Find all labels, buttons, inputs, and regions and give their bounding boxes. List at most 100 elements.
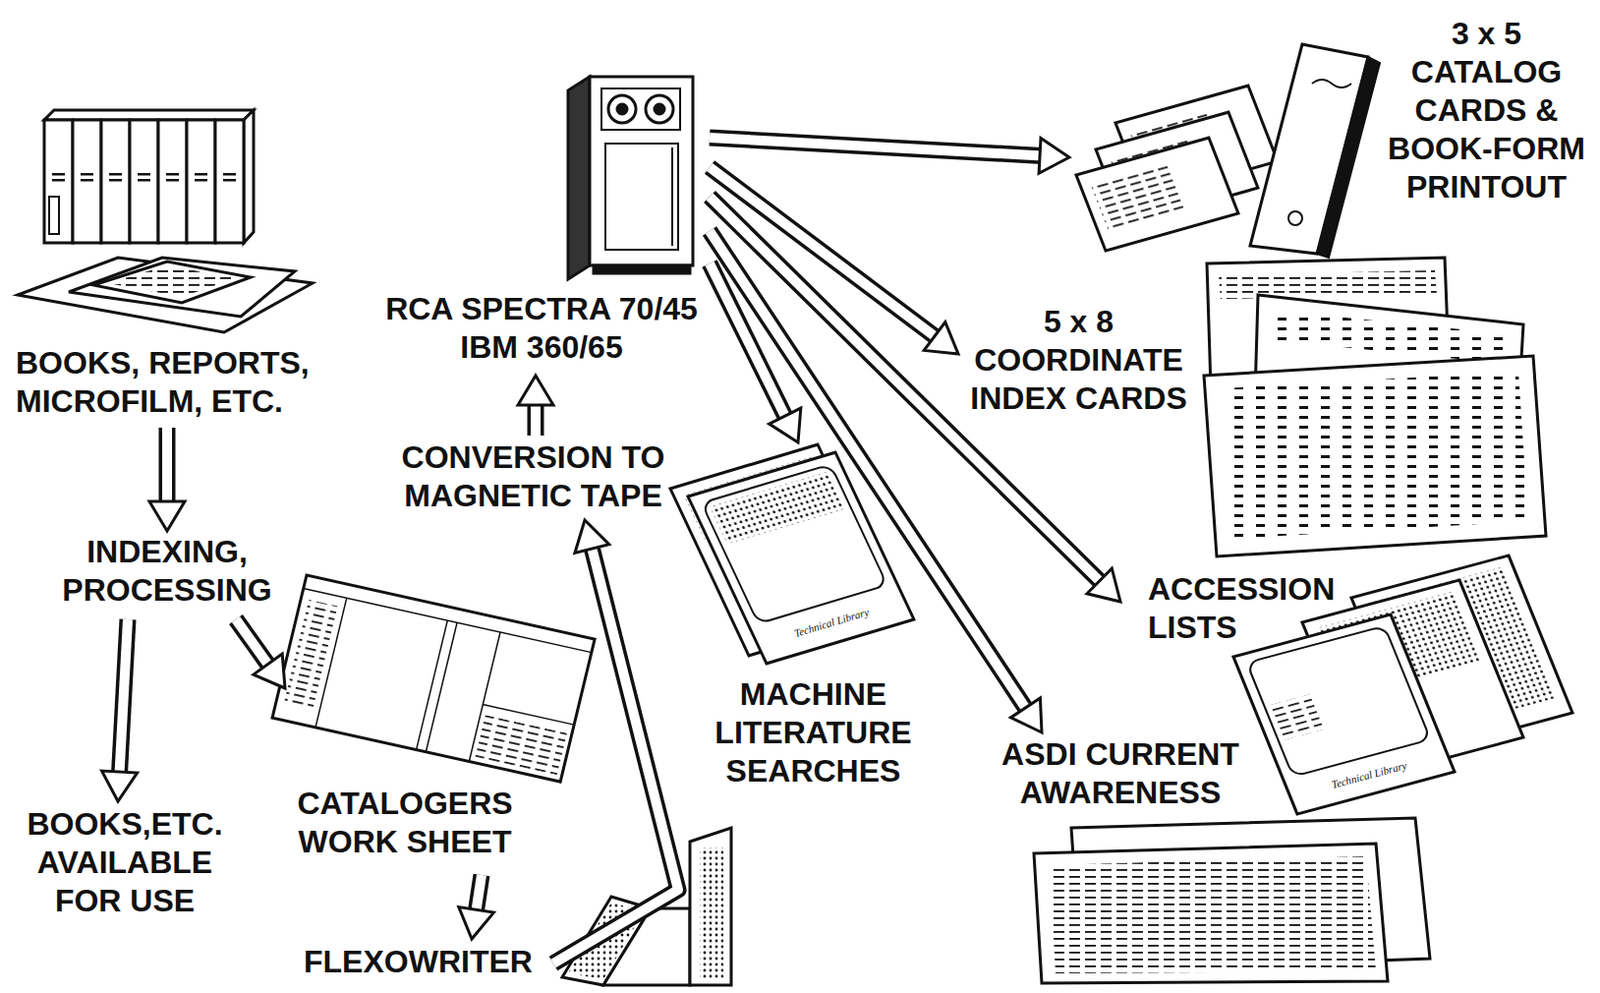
- arrow-body: [709, 137, 1042, 157]
- arrow-outline: [709, 137, 1042, 157]
- node-label: MACHINE LITERATURE SEARCHES: [707, 675, 919, 791]
- text-block: CATALOGERS WORK SHEET: [286, 784, 523, 861]
- arrow-outline: [235, 619, 270, 666]
- index-sheet: [1203, 355, 1546, 557]
- source-materials: BOOKS, REPORTS, MICROFILM, ETC.: [11, 103, 342, 428]
- card-print: [1089, 162, 1185, 231]
- text-block: BOOKS,ETC. AVAILABLE FOR USE: [13, 804, 236, 920]
- card-texture: [709, 471, 846, 545]
- text-block: INDEXING, PROCESSING: [54, 532, 281, 610]
- cabinet-side: [568, 76, 590, 280]
- form-rule: [425, 622, 458, 752]
- printout: [1033, 843, 1388, 983]
- card-frame: [1247, 626, 1431, 777]
- arrow-head: [253, 653, 286, 688]
- book-spine: [1316, 57, 1380, 258]
- search-output: MACHINE LITERATURE SEARCHES: [678, 442, 939, 797]
- node-label: BOOKS, REPORTS, MICROFILM, ETC.: [15, 343, 336, 421]
- flow-arrow: [517, 375, 554, 436]
- arrow-head: [149, 501, 185, 531]
- sheet-print: [1265, 309, 1509, 364]
- reel-hub: [654, 104, 665, 115]
- arrow-head: [458, 907, 495, 939]
- form-entries: [284, 599, 339, 711]
- process-step: INDEXING, PROCESSING: [54, 530, 281, 620]
- flow-arrow: [553, 519, 679, 964]
- print-texture: [108, 265, 236, 297]
- form-rule: [416, 620, 449, 750]
- text-block: RCA SPECTRA 70/45 IBM 360/65: [373, 289, 710, 367]
- flow-arrow: [149, 427, 185, 531]
- arrow-outline: [527, 402, 545, 436]
- node-label: CONVERSION TO MAGNETIC TAPE: [398, 438, 669, 515]
- text-block: 5 x 8 COORDINATE INDEX CARDS: [963, 302, 1195, 418]
- arrow-head: [517, 375, 554, 405]
- arrow-head: [1038, 137, 1070, 173]
- flow-arrow: [458, 874, 495, 939]
- flow-arrow: [102, 619, 138, 801]
- sheet-print: [1218, 270, 1437, 299]
- node-label: INDEXING, PROCESSING: [54, 532, 281, 610]
- accession-card: [1233, 614, 1455, 814]
- report-sheet: [68, 257, 295, 317]
- arrow-head: [1010, 697, 1042, 733]
- catalog-output: 3 x 5 CATALOG CARDS & BOOK-FORM PRINTOUT: [1069, 11, 1595, 256]
- node-label: FLEXOWRITER: [303, 942, 550, 981]
- arrow-head: [574, 519, 610, 554]
- arrow-head: [1086, 568, 1121, 602]
- node-label: 3 x 5 CATALOG CARDS & BOOK-FORM PRINTOUT: [1380, 14, 1593, 207]
- card-frame: [701, 463, 888, 624]
- text-block: CONVERSION TO MAGNETIC TAPE: [398, 438, 669, 515]
- tape-step: FLEXOWRITER: [299, 938, 554, 990]
- tape-reel: [608, 95, 636, 123]
- node-label: CATALOGERS WORK SHEET: [286, 784, 523, 861]
- spine-marks: [44, 172, 244, 185]
- arrow-outline: [159, 427, 176, 504]
- arrow-body: [119, 619, 129, 774]
- sheet-print: [1223, 371, 1529, 539]
- books-illustration: [17, 110, 313, 333]
- arrow-head: [102, 770, 138, 801]
- printout-text: [1049, 856, 1376, 973]
- conversion-step: CONVERSION TO MAGNETIC TAPE: [398, 435, 669, 520]
- worksheet: [272, 574, 595, 782]
- arrow-body: [709, 230, 1028, 710]
- arrow-outline: [475, 874, 482, 912]
- index-cards-illustration: [1203, 257, 1546, 557]
- arrow-body: [553, 546, 679, 964]
- node-label: RCA SPECTRA 70/45 IBM 360/65: [373, 289, 710, 367]
- card: [1233, 614, 1455, 814]
- node-label: ACCESSION LISTS: [1147, 570, 1374, 647]
- catalog-cards-illustration: [1076, 44, 1380, 258]
- text-block: BOOKS, REPORTS, MICROFILM, ETC.: [15, 343, 336, 421]
- index-output: 5 x 8 COORDINATE INDEX CARDS: [958, 253, 1548, 561]
- node-label: ASDI CURRENT AWARENESS: [991, 735, 1250, 812]
- text-block: MACHINE LITERATURE SEARCHES: [707, 675, 919, 791]
- cover-emblem: [1288, 211, 1303, 226]
- arrow-body: [162, 427, 172, 504]
- text-block: ASDI CURRENT AWARENESS: [991, 735, 1250, 812]
- card: [1076, 137, 1239, 251]
- arrow-outline: [119, 619, 129, 774]
- microfilm-box: [93, 261, 251, 303]
- arrow-body: [235, 619, 270, 666]
- cabinet-front: [589, 76, 693, 266]
- reel-window: [601, 88, 681, 130]
- flow-arrow: [235, 619, 286, 688]
- reel-hub: [617, 104, 628, 115]
- panel-edge: [671, 147, 674, 246]
- output-step: BOOKS,ETC. AVAILABLE FOR USE: [11, 800, 238, 929]
- awareness-printouts: [1033, 817, 1430, 983]
- accession-output: ACCESSION LISTS: [1120, 562, 1548, 728]
- arrow-head: [923, 322, 959, 354]
- flow-arrow: [709, 137, 1070, 173]
- binder-slot: [49, 196, 59, 234]
- work-sheet: CATALOGERS WORK SHEET: [285, 570, 607, 875]
- node-label: BOOKS,ETC. AVAILABLE FOR USE: [13, 804, 236, 920]
- cover-mark: [1312, 79, 1352, 88]
- arrow-body: [530, 402, 541, 436]
- arrow-outline: [709, 230, 1028, 710]
- tape-strip: [689, 827, 732, 985]
- text-block: FLEXOWRITER: [303, 942, 550, 981]
- catalog-card: [1076, 137, 1239, 251]
